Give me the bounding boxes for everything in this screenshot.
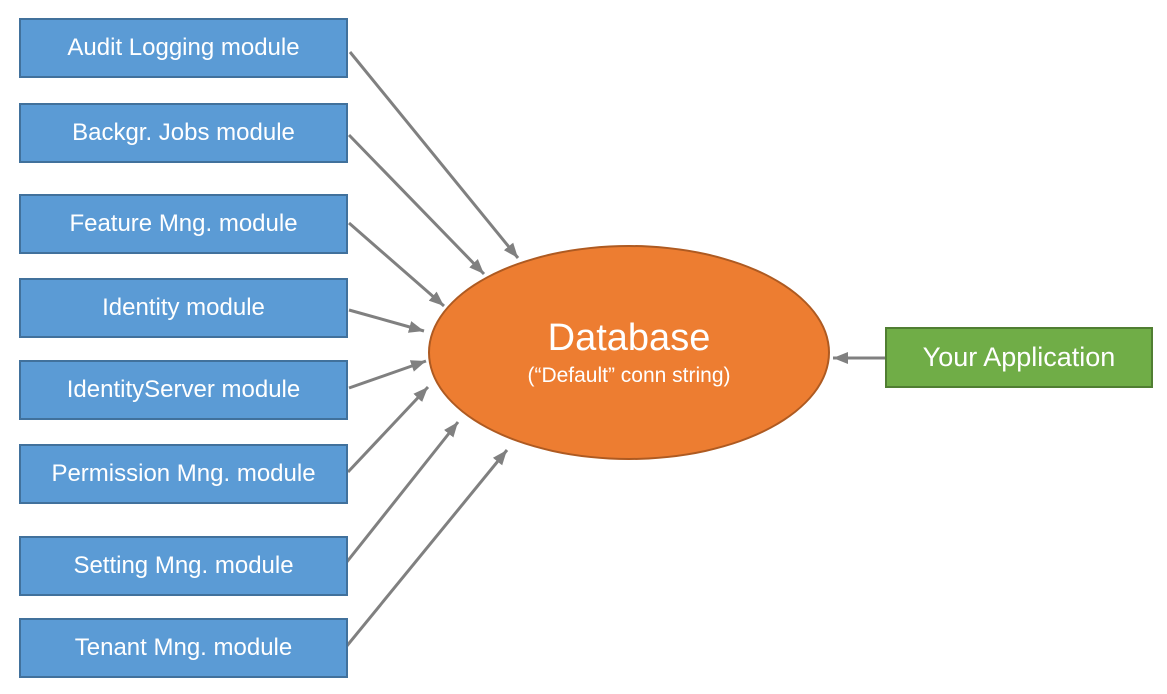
arrow-background-jobs-to-database xyxy=(347,133,486,276)
module-label: Backgr. Jobs module xyxy=(72,119,295,146)
database-ellipse: Database (“Default” conn string) xyxy=(428,245,830,460)
application-box: Your Application xyxy=(885,327,1153,388)
arrow-permission-management-to-database xyxy=(346,385,430,474)
application-label: Your Application xyxy=(922,342,1116,372)
database-title: Database xyxy=(547,316,711,359)
arrow-identity-to-database xyxy=(348,308,425,333)
arrow-setting-management-to-database xyxy=(344,421,460,564)
module-box-feature-management: Feature Mng. module xyxy=(19,194,348,254)
arrow-audit-logging-to-database xyxy=(348,51,520,259)
module-box-identity: Identity module xyxy=(19,278,348,338)
database-subtitle: (“Default” conn string) xyxy=(527,363,731,387)
arrow-feature-management-to-database xyxy=(348,221,445,308)
module-box-audit-logging: Audit Logging module xyxy=(19,18,348,78)
module-box-permission-management: Permission Mng. module xyxy=(19,444,348,504)
module-box-tenant-management: Tenant Mng. module xyxy=(19,618,348,678)
module-label: IdentityServer module xyxy=(66,376,301,403)
module-box-setting-management: Setting Mng. module xyxy=(19,536,348,596)
module-label: Permission Mng. module xyxy=(51,460,316,487)
arrow-tenant-management-to-database xyxy=(344,449,509,648)
module-label: Identity module xyxy=(102,294,265,321)
module-box-identity-server: IdentityServer module xyxy=(19,360,348,420)
module-label: Audit Logging module xyxy=(67,34,300,61)
module-label: Feature Mng. module xyxy=(69,210,298,237)
module-label: Setting Mng. module xyxy=(73,552,294,579)
arrow-identity-server-to-database xyxy=(348,359,427,390)
module-box-background-jobs: Backgr. Jobs module xyxy=(19,103,348,163)
module-label: Tenant Mng. module xyxy=(74,634,293,661)
